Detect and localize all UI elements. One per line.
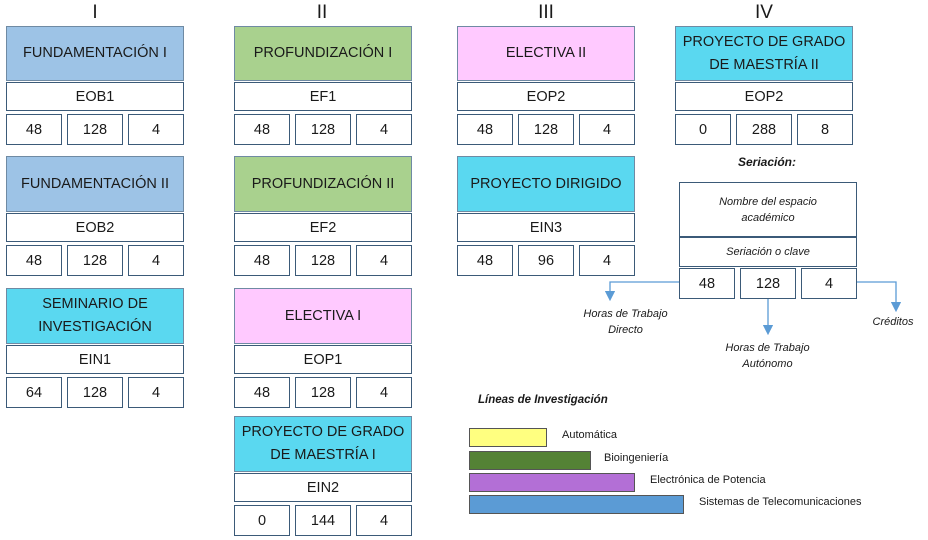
course-title: PROFUNDIZACIÓN I <box>234 26 412 81</box>
course-code: EOP2 <box>675 82 853 111</box>
course-autonomous-hours: 128 <box>518 114 574 145</box>
legend-swatch-automatica <box>469 428 547 447</box>
course-autonomous-hours: 128 <box>295 114 351 145</box>
legend-title: Líneas de Investigación <box>478 394 608 406</box>
course-autonomous-hours: 128 <box>295 245 351 276</box>
course-code: EOP1 <box>234 345 412 374</box>
course-credits: 4 <box>579 114 635 145</box>
course-credits: 4 <box>356 377 412 408</box>
arrow-direct-hours <box>604 281 679 302</box>
legend-label-automatica: Automática <box>562 429 618 441</box>
course-title: PROYECTO DE GRADO DE MAESTRÍA II <box>675 26 853 81</box>
seriation-code-box: Seriación o clave <box>679 237 857 267</box>
course-code: EOB2 <box>6 213 184 242</box>
legend-swatch-bioingenieria <box>469 451 591 470</box>
seriation-direct-hours: 48 <box>679 268 735 299</box>
legend-swatch-electronica-de-potencia <box>469 473 635 492</box>
course-code: EOB1 <box>6 82 184 111</box>
label-direct-hours: Horas de Trabajo Directo <box>583 308 668 336</box>
course-code: EIN3 <box>457 213 635 242</box>
seriation-name-box: Nombre del espacio académico <box>679 182 857 237</box>
course-direct-hours: 48 <box>457 114 513 145</box>
legend-label-sistemas-de-telecomunicaciones: Sistemas de Telecomunicaciones <box>699 496 862 508</box>
course-direct-hours: 48 <box>457 245 513 276</box>
course-code: EIN1 <box>6 345 184 374</box>
course-title: SEMINARIO DE INVESTIGACIÓN <box>6 288 184 344</box>
seriation-heading: Seriación: <box>737 155 797 169</box>
semester-header-4: IV <box>755 2 773 23</box>
course-direct-hours: 48 <box>6 114 62 145</box>
seriation-autonomous-hours: 128 <box>740 268 796 299</box>
course-credits: 4 <box>128 377 184 408</box>
course-title: FUNDAMENTACIÓN II <box>6 156 184 212</box>
semester-header-2: II <box>316 2 328 23</box>
course-autonomous-hours: 128 <box>67 245 123 276</box>
course-direct-hours: 48 <box>234 114 290 145</box>
label-credits: Créditos <box>872 316 914 328</box>
course-direct-hours: 48 <box>234 245 290 276</box>
course-direct-hours: 48 <box>6 245 62 276</box>
seriation-name-label: Nombre del espacio académico <box>719 195 817 224</box>
course-title: PROYECTO DE GRADO DE MAESTRÍA I <box>234 416 412 472</box>
semester-header-1: I <box>92 2 98 23</box>
semester-header-3: III <box>538 2 554 23</box>
course-title: ELECTIVA I <box>234 288 412 344</box>
arrow-credits <box>857 281 902 313</box>
legend-label-bioingenieria: Bioingeniería <box>604 452 669 464</box>
course-credits: 4 <box>356 505 412 536</box>
course-credits: 4 <box>128 114 184 145</box>
course-autonomous-hours: 288 <box>736 114 792 145</box>
course-credits: 4 <box>356 114 412 145</box>
seriation-credits: 4 <box>801 268 857 299</box>
label-autonomous-hours: Horas de Trabajo Autónomo <box>725 342 810 370</box>
course-title: PROYECTO DIRIGIDO <box>457 156 635 212</box>
course-autonomous-hours: 96 <box>518 245 574 276</box>
course-direct-hours: 48 <box>234 377 290 408</box>
course-code: EOP2 <box>457 82 635 111</box>
course-direct-hours: 64 <box>6 377 62 408</box>
course-direct-hours: 0 <box>675 114 731 145</box>
course-code: EF2 <box>234 213 412 242</box>
course-title: PROFUNDIZACIÓN II <box>234 156 412 212</box>
legend-swatch-sistemas-de-telecomunicaciones <box>469 495 684 514</box>
course-title: FUNDAMENTACIÓN I <box>6 26 184 81</box>
legend-label-electronica-de-potencia: Electrónica de Potencia <box>650 474 766 486</box>
course-autonomous-hours: 128 <box>67 114 123 145</box>
course-credits: 4 <box>356 245 412 276</box>
course-autonomous-hours: 128 <box>67 377 123 408</box>
course-direct-hours: 0 <box>234 505 290 536</box>
course-title: ELECTIVA II <box>457 26 635 81</box>
course-code: EIN2 <box>234 473 412 502</box>
course-credits: 4 <box>579 245 635 276</box>
course-code: EF1 <box>234 82 412 111</box>
course-credits: 8 <box>797 114 853 145</box>
course-credits: 4 <box>128 245 184 276</box>
course-autonomous-hours: 144 <box>295 505 351 536</box>
course-autonomous-hours: 128 <box>295 377 351 408</box>
seriation-code-label: Seriación o clave <box>726 246 810 258</box>
